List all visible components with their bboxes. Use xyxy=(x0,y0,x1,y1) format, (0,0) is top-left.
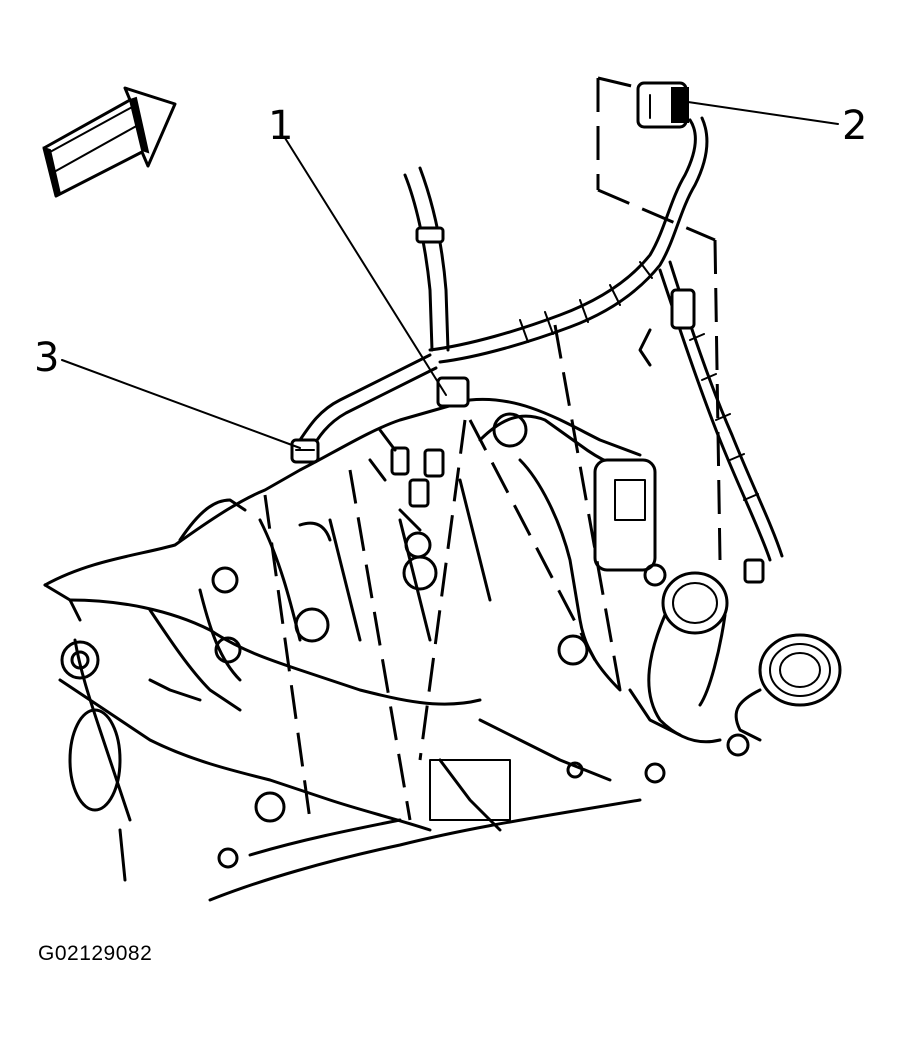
front-direction-arrow-icon xyxy=(42,86,177,198)
figure-id: G02129082 xyxy=(38,942,153,965)
callout-1-leader xyxy=(284,137,447,396)
alignment-lines xyxy=(263,324,622,821)
callout-2-leader xyxy=(687,101,839,125)
harness-connector xyxy=(636,81,689,129)
engine-assembly-illustration xyxy=(43,397,842,902)
callout-1: 1 xyxy=(268,103,294,149)
wiring-harness xyxy=(298,116,784,584)
callout-2: 2 xyxy=(842,103,868,149)
callout-3: 3 xyxy=(34,335,60,381)
harness-clip xyxy=(290,438,320,464)
callout-3-leader xyxy=(61,359,301,449)
connector-bracket-lines xyxy=(596,76,722,561)
